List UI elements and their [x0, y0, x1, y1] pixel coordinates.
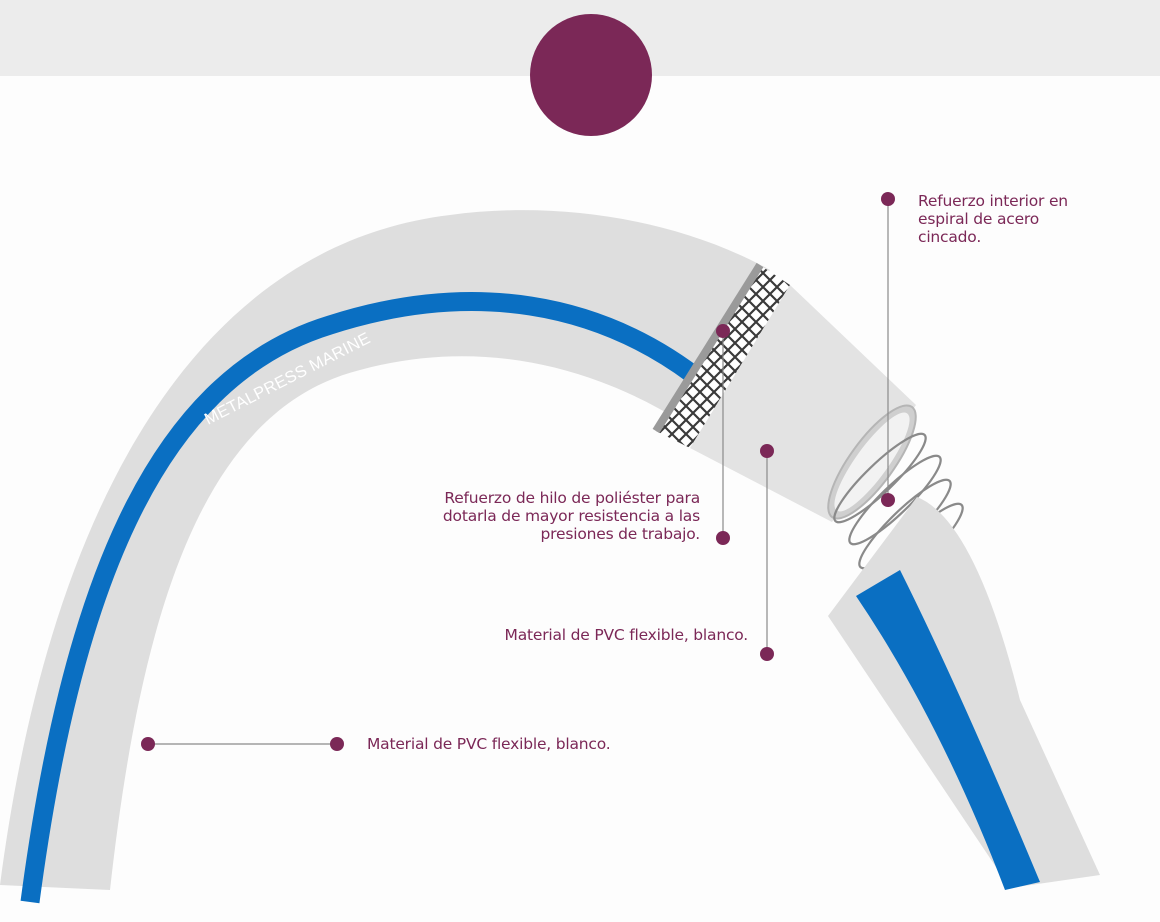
marker-dot-sleeve [760, 444, 774, 458]
label-pvc-outer: Material de PVC flexible, blanco. [367, 735, 611, 753]
badge-circle [530, 14, 652, 136]
marker-dot-hose-body [141, 737, 155, 751]
marker-dot-polyester-label [716, 531, 730, 545]
marker-dot-pvc-inner-label [760, 647, 774, 661]
leader-lines [148, 199, 889, 745]
label-pvc-inner: Material de PVC flexible, blanco. [504, 626, 749, 644]
hose-segment [828, 497, 1100, 890]
marker-dot-spiral-label [881, 192, 895, 206]
label-spiral: Refuerzo interior en espiral de acero ci… [918, 192, 1068, 246]
hose-stripe [20, 292, 710, 904]
hose-body [0, 210, 770, 891]
marker-dot-braid [716, 324, 730, 338]
marker-dot-spiral [881, 493, 895, 507]
label-polyester: Refuerzo de hilo de poliéster para dotar… [442, 489, 700, 543]
marker-dot-pvc-outer-label [330, 737, 344, 751]
